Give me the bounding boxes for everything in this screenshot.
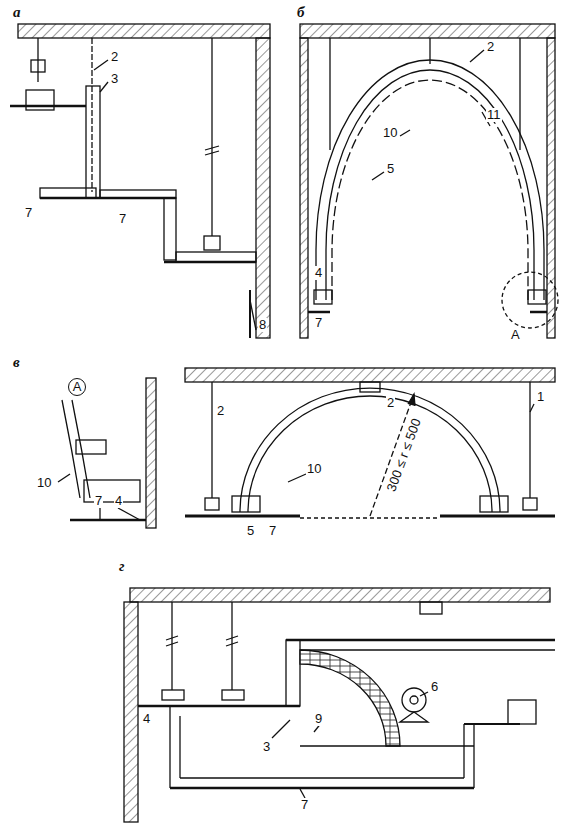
detail-a [58, 378, 156, 528]
callout-number: 8 [258, 318, 267, 332]
callout-number: 10 [382, 126, 398, 140]
callout-number: 10 [36, 476, 52, 490]
callout-number: 9 [314, 712, 323, 726]
panel-letter: в [12, 354, 21, 371]
callout-number: 6 [430, 680, 439, 694]
callout-number: 3 [262, 740, 271, 754]
panel-c [185, 368, 555, 518]
callout-number: 7 [300, 798, 309, 812]
panel-letter: а [12, 4, 22, 21]
callout-number: 5 [386, 162, 395, 176]
dimension-text: 300 ≤ r ≤ 500 [384, 416, 424, 495]
panel-letter: г [118, 558, 126, 575]
circled-label: A [68, 378, 86, 396]
callout-number: 7 [94, 494, 103, 508]
callout-number: 7 [24, 206, 33, 220]
callout-number: A [510, 328, 521, 342]
callout-number: 2 [216, 404, 225, 418]
callout-number: 4 [314, 266, 323, 280]
panel-b [300, 24, 558, 338]
callout-number: 1 [536, 390, 545, 404]
panel-letter: б [296, 4, 306, 21]
panel-a [10, 24, 270, 338]
panel-d [124, 588, 555, 822]
callout-number: 4 [114, 494, 123, 508]
callout-number: 4 [142, 712, 151, 726]
callout-number: 10 [306, 462, 322, 476]
callout-number: 7 [314, 316, 323, 330]
callout-number: 7 [118, 212, 127, 226]
callout-number: 7 [268, 524, 277, 538]
callout-number: 2 [110, 50, 119, 64]
callout-number: 3 [110, 72, 119, 86]
callout-number: 2 [486, 40, 495, 54]
callout-number: 5 [246, 524, 255, 538]
callout-number: 2 [386, 396, 395, 410]
callout-number: 11 [486, 108, 502, 122]
